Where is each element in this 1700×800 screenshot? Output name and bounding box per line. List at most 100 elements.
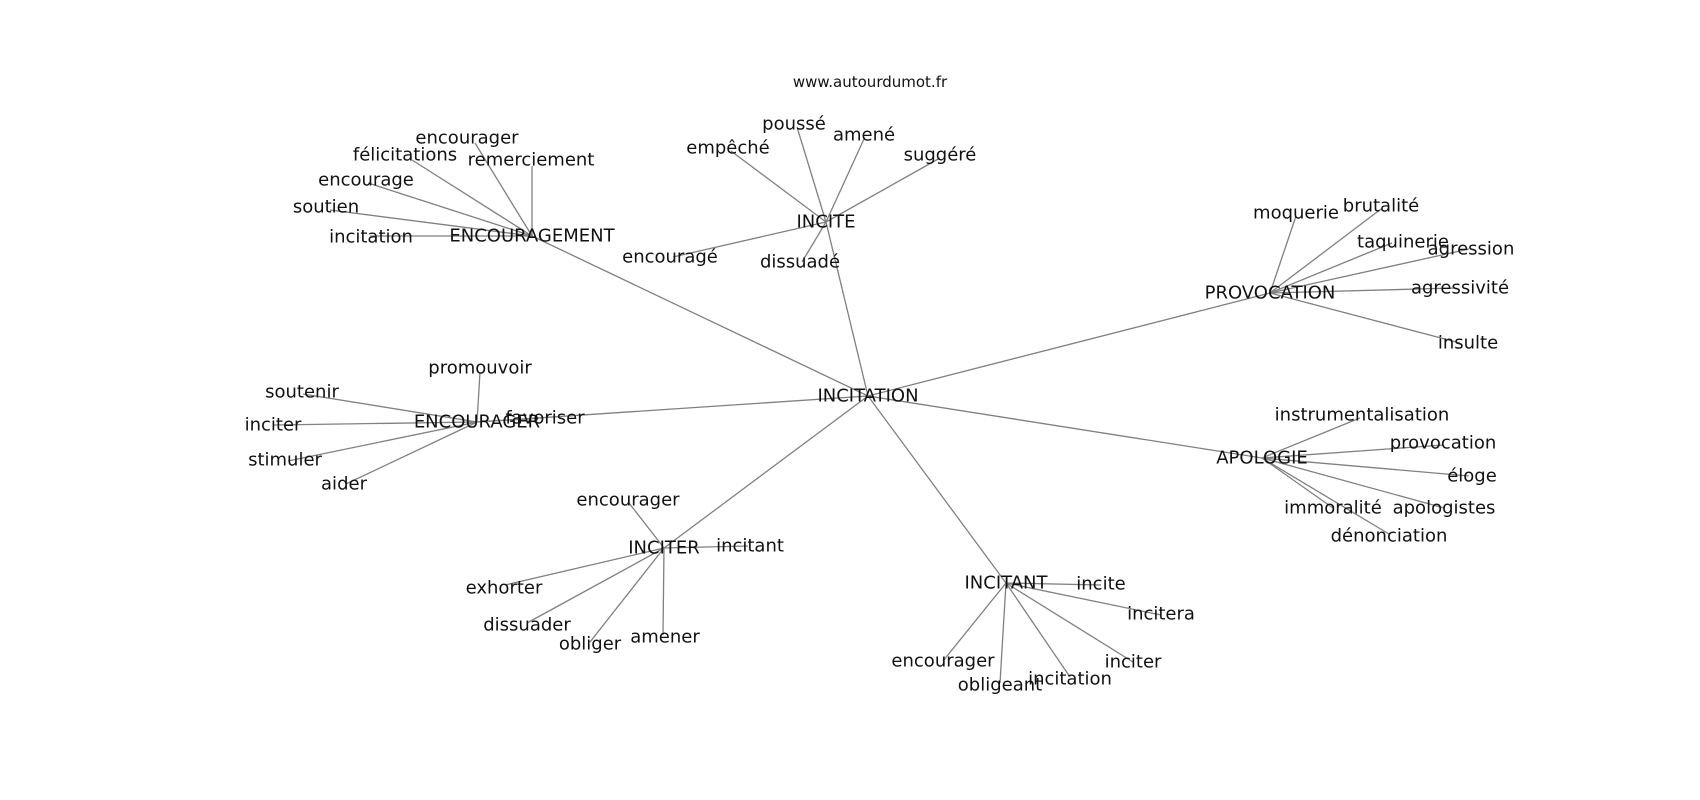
leaf-node[interactable]: obligeant [958, 675, 1042, 696]
leaf-node[interactable]: soutenir [265, 382, 339, 403]
edge-root-encourager [476, 395, 869, 423]
leaf-node[interactable]: dissuadé [760, 252, 840, 273]
leaf-node[interactable]: instrumentalisation [1275, 405, 1450, 426]
edge-inciter-4 [589, 547, 665, 643]
leaf-node[interactable]: félicitations [353, 145, 457, 166]
edge-root-incite [825, 221, 869, 397]
leaf-node[interactable]: brutalité [1343, 196, 1419, 217]
edge-inciter-3 [526, 547, 665, 624]
leaf-node[interactable]: obliger [559, 634, 622, 655]
leaf-node[interactable]: promouvoir [428, 358, 532, 379]
leaf-node[interactable]: inciter [1105, 652, 1162, 673]
edge-encourager-5 [345, 421, 478, 485]
edge-incite-4 [672, 221, 827, 258]
edge-incitant-4 [999, 582, 1007, 684]
edge-encouragement-0 [474, 142, 533, 237]
leaf-node[interactable]: incitation [329, 227, 413, 248]
leaf-node[interactable]: incitera [1127, 604, 1195, 625]
labels-layer: www.autourdumot.fr encouragerfélicitatio… [245, 73, 1515, 696]
edge-encourager-0 [476, 371, 481, 423]
leaf-node[interactable]: suggéré [904, 145, 977, 166]
hub-node[interactable]: PROVOCATION [1205, 283, 1336, 304]
edge-apologie-3 [1261, 457, 1334, 509]
leaf-node[interactable]: encourager [576, 490, 680, 511]
edge-incitant-3 [1005, 582, 1134, 663]
edge-encouragement-4 [329, 209, 533, 237]
edge-apologie-5 [1261, 457, 1390, 535]
edge-provocation-0 [1269, 215, 1297, 294]
leaf-node[interactable]: insulte [1438, 333, 1498, 354]
edge-inciter-0 [628, 502, 665, 549]
leaf-node[interactable]: dénonciation [1331, 526, 1448, 547]
edge-encourager-4 [287, 421, 478, 462]
edge-incite-3 [825, 157, 941, 223]
edge-provocation-2 [1269, 242, 1393, 294]
edge-provocation-3 [1269, 248, 1470, 294]
edge-incite-2 [730, 150, 827, 223]
leaf-node[interactable]: aider [321, 474, 368, 495]
edge-incite-0 [796, 126, 827, 223]
edge-incite-5 [801, 221, 827, 263]
leaf-node[interactable]: incitant [716, 536, 784, 557]
site-url[interactable]: www.autourdumot.fr [793, 73, 948, 91]
leaf-node[interactable]: soutien [293, 197, 359, 218]
leaf-node[interactable]: encourager [415, 128, 519, 149]
leaf-node[interactable]: remerciement [468, 150, 595, 171]
edge-apologie-1 [1261, 444, 1444, 459]
edge-inciter-1 [663, 545, 749, 549]
edge-provocation-5 [1269, 292, 1461, 344]
hub-node[interactable]: ENCOURAGER [414, 412, 540, 433]
leaf-node[interactable]: stimuler [248, 450, 322, 471]
hub-node[interactable]: INCITE [796, 212, 855, 233]
edge-encourager-3 [273, 421, 478, 426]
leaf-node[interactable]: incite [1076, 574, 1125, 595]
leaf-node[interactable]: immoralité [1284, 498, 1382, 519]
leaf-node[interactable]: agressivité [1411, 278, 1509, 299]
edge-inciter-2 [504, 547, 665, 586]
leaf-node[interactable]: éloge [1447, 466, 1497, 487]
edge-incitant-5 [1005, 582, 1071, 678]
hub-node[interactable]: INCITER [628, 538, 700, 559]
leaf-node[interactable]: provocation [1390, 433, 1497, 454]
edge-root-encouragement [531, 235, 869, 397]
leaf-node[interactable]: amener [630, 627, 700, 648]
edge-encouragement-3 [367, 182, 533, 237]
edge-root-provocation [867, 292, 1271, 397]
hub-node[interactable]: INCITANT [964, 573, 1048, 594]
leaf-node[interactable]: encouragé [622, 247, 718, 268]
edge-apologie-0 [1261, 417, 1361, 459]
leaf-node[interactable]: favoriser [505, 408, 585, 429]
edge-provocation-1 [1269, 208, 1382, 294]
edge-incitant-1 [1005, 582, 1162, 616]
edge-encouragement-1 [411, 159, 533, 237]
edge-root-apologie [867, 395, 1263, 459]
edge-incitant-0 [1005, 582, 1102, 586]
root-node[interactable]: INCITATION [817, 386, 918, 407]
edges-layer [273, 126, 1470, 684]
leaf-node[interactable]: taquinerie [1357, 232, 1449, 253]
edge-root-inciter [663, 395, 869, 549]
edge-incite-1 [825, 138, 865, 223]
leaf-node[interactable]: empêché [686, 138, 770, 159]
edge-root-incitant [867, 395, 1007, 584]
leaf-node[interactable]: dissuader [483, 615, 571, 636]
edge-incitant-2 [942, 582, 1007, 662]
leaf-node[interactable]: inciter [245, 415, 302, 436]
leaf-node[interactable]: incitation [1028, 669, 1112, 690]
hub-node[interactable]: ENCOURAGEMENT [449, 226, 615, 247]
edge-apologie-4 [1261, 457, 1445, 509]
leaf-node[interactable]: apologistes [1393, 498, 1496, 519]
leaf-node[interactable]: poussé [762, 114, 826, 135]
edge-encourager-1 [302, 393, 478, 423]
leaf-node[interactable]: exhorter [466, 578, 543, 599]
leaf-node[interactable]: amené [833, 125, 895, 146]
leaf-node[interactable]: encourage [318, 170, 414, 191]
edge-inciter-5 [662, 547, 665, 636]
edge-apologie-2 [1261, 457, 1470, 477]
hub-node[interactable]: APOLOGIE [1216, 448, 1308, 469]
edge-provocation-4 [1269, 287, 1456, 294]
leaf-node[interactable]: moquerie [1253, 203, 1339, 224]
leaf-node[interactable]: encourager [891, 651, 995, 672]
leaf-node[interactable]: agression [1428, 239, 1515, 260]
